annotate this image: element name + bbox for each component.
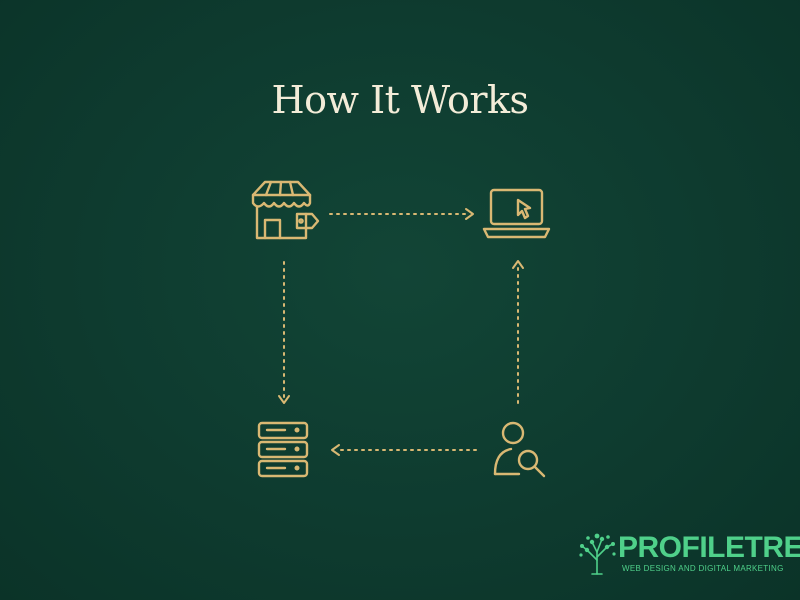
logo-tagline: WEB DESIGN AND DIGITAL MARKETING: [622, 564, 784, 573]
user-search-icon: [493, 421, 546, 478]
page-title: How It Works: [271, 78, 529, 122]
profiletree-logo: PROFILETREE WEB DESIGN AND DIGITAL MARKE…: [578, 530, 800, 576]
storefront-icon: [251, 180, 320, 240]
laptop-cursor-icon: [482, 188, 551, 239]
tree-icon: [579, 533, 616, 575]
logo-wordmark: PROFILETREE: [618, 531, 800, 564]
flow-arrow-user-to-server: [331, 444, 477, 456]
flow-arrow-storefront-to-laptop: [329, 208, 474, 220]
flow-arrow-user-to-laptop: [512, 260, 524, 404]
flow-arrow-storefront-to-server: [278, 261, 290, 404]
server-stack-icon: [257, 421, 309, 478]
